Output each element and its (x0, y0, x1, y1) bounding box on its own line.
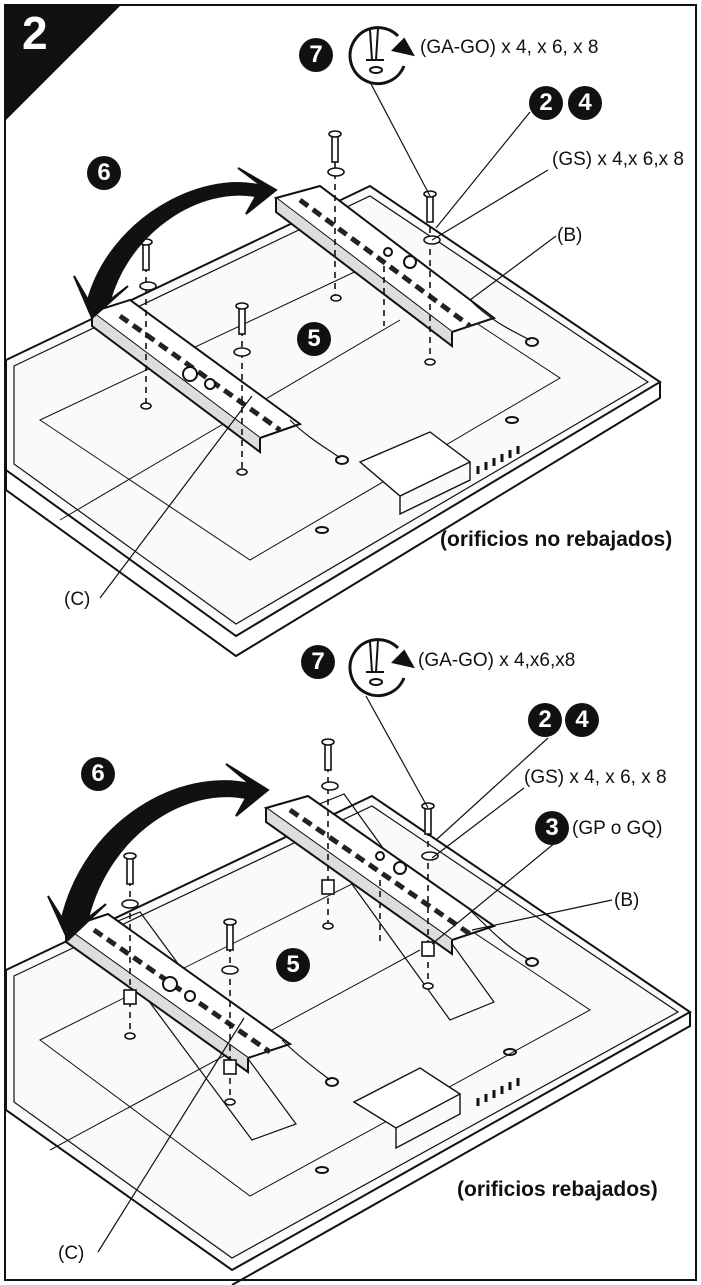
callout-6-bottom: 6 (81, 757, 115, 791)
step-corner-badge (4, 4, 122, 122)
callout-3-bottom: 3 (535, 811, 569, 845)
callout-6-top: 6 (87, 156, 121, 190)
callout-2-bottom: 2 (528, 703, 562, 737)
screws-label-bottom: (GA-GO) x 4,x6,x8 (418, 650, 576, 671)
callout-7-bottom: 7 (301, 645, 335, 679)
tv-back-top (5, 184, 662, 658)
step-number: 2 (22, 7, 48, 59)
callout-2-top: 2 (529, 86, 563, 120)
washers-label-bottom: (GS) x 4, x 6, x 8 (524, 767, 667, 788)
callout-7-top: 7 (299, 38, 333, 72)
callout-5-top: 5 (297, 322, 331, 356)
bracket-b-top (273, 184, 539, 349)
tv-back-bottom (5, 793, 692, 1285)
bracket-b-label-bottom: (B) (614, 890, 640, 911)
leader-lines-top (99, 81, 557, 599)
screwdriver-rotate-icon (348, 638, 415, 698)
washers-label-top: (GS) x 4,x 6,x 8 (552, 149, 684, 170)
curved-double-arrow-icon (47, 763, 270, 942)
screws-bottom (121, 738, 439, 1106)
bracket-b-label-top: (B) (557, 225, 583, 246)
bracket-c-label-bottom: (C) (58, 1243, 85, 1264)
bracket-c-top (89, 298, 349, 465)
curved-double-arrow-icon (73, 167, 278, 320)
caption-bottom: (orificios rebajados) (457, 1178, 658, 1201)
page-frame (4, 4, 697, 1281)
callout-4-bottom: 4 (565, 703, 599, 737)
spacers-label-bottom: (GP o GQ) (572, 818, 663, 839)
callout-5-bottom: 5 (276, 948, 310, 982)
leader-lines-bottom (97, 695, 613, 1253)
bracket-b-bottom (263, 794, 539, 967)
bracket-c-bottom (63, 912, 339, 1087)
bracket-c-label-top: (C) (64, 589, 91, 610)
screws-label-top: (GA-GO) x 4, x 6, x 8 (420, 37, 599, 58)
callout-4-top: 4 (568, 86, 602, 120)
screwdriver-rotate-icon (348, 26, 415, 86)
caption-top: (orificios no rebajados) (440, 528, 673, 551)
